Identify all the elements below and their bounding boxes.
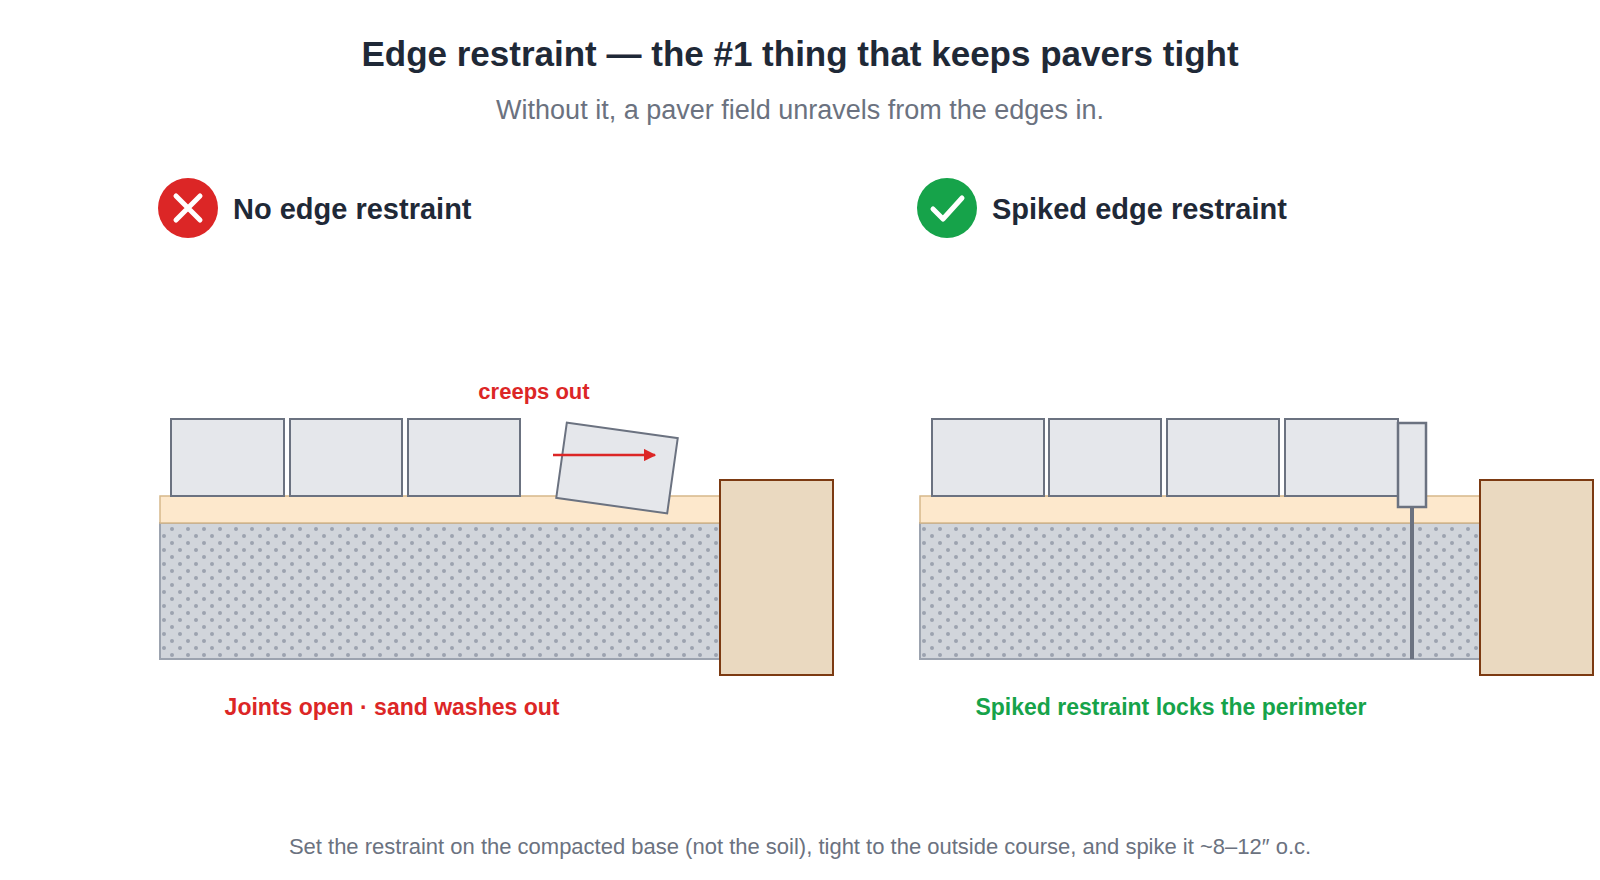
title: Edge restraint — the #1 thing that keeps… — [361, 34, 1238, 74]
problem-note: Joints open · sand washes out — [225, 694, 560, 721]
solution-note: Spiked restraint locks the perimeter — [975, 694, 1366, 721]
callout-label: creeps out — [478, 379, 589, 405]
panel-heading: Spiked edge restraint — [992, 193, 1287, 226]
check-icon — [917, 178, 977, 238]
no-restraint-section — [160, 419, 833, 675]
subtitle: Without it, a paver field unravels from … — [496, 95, 1104, 126]
footnote: Set the restraint on the compacted base … — [289, 834, 1311, 860]
cross-icon — [158, 178, 218, 238]
panel-heading: No edge restraint — [233, 193, 472, 226]
spiked-restraint-section — [920, 419, 1593, 675]
